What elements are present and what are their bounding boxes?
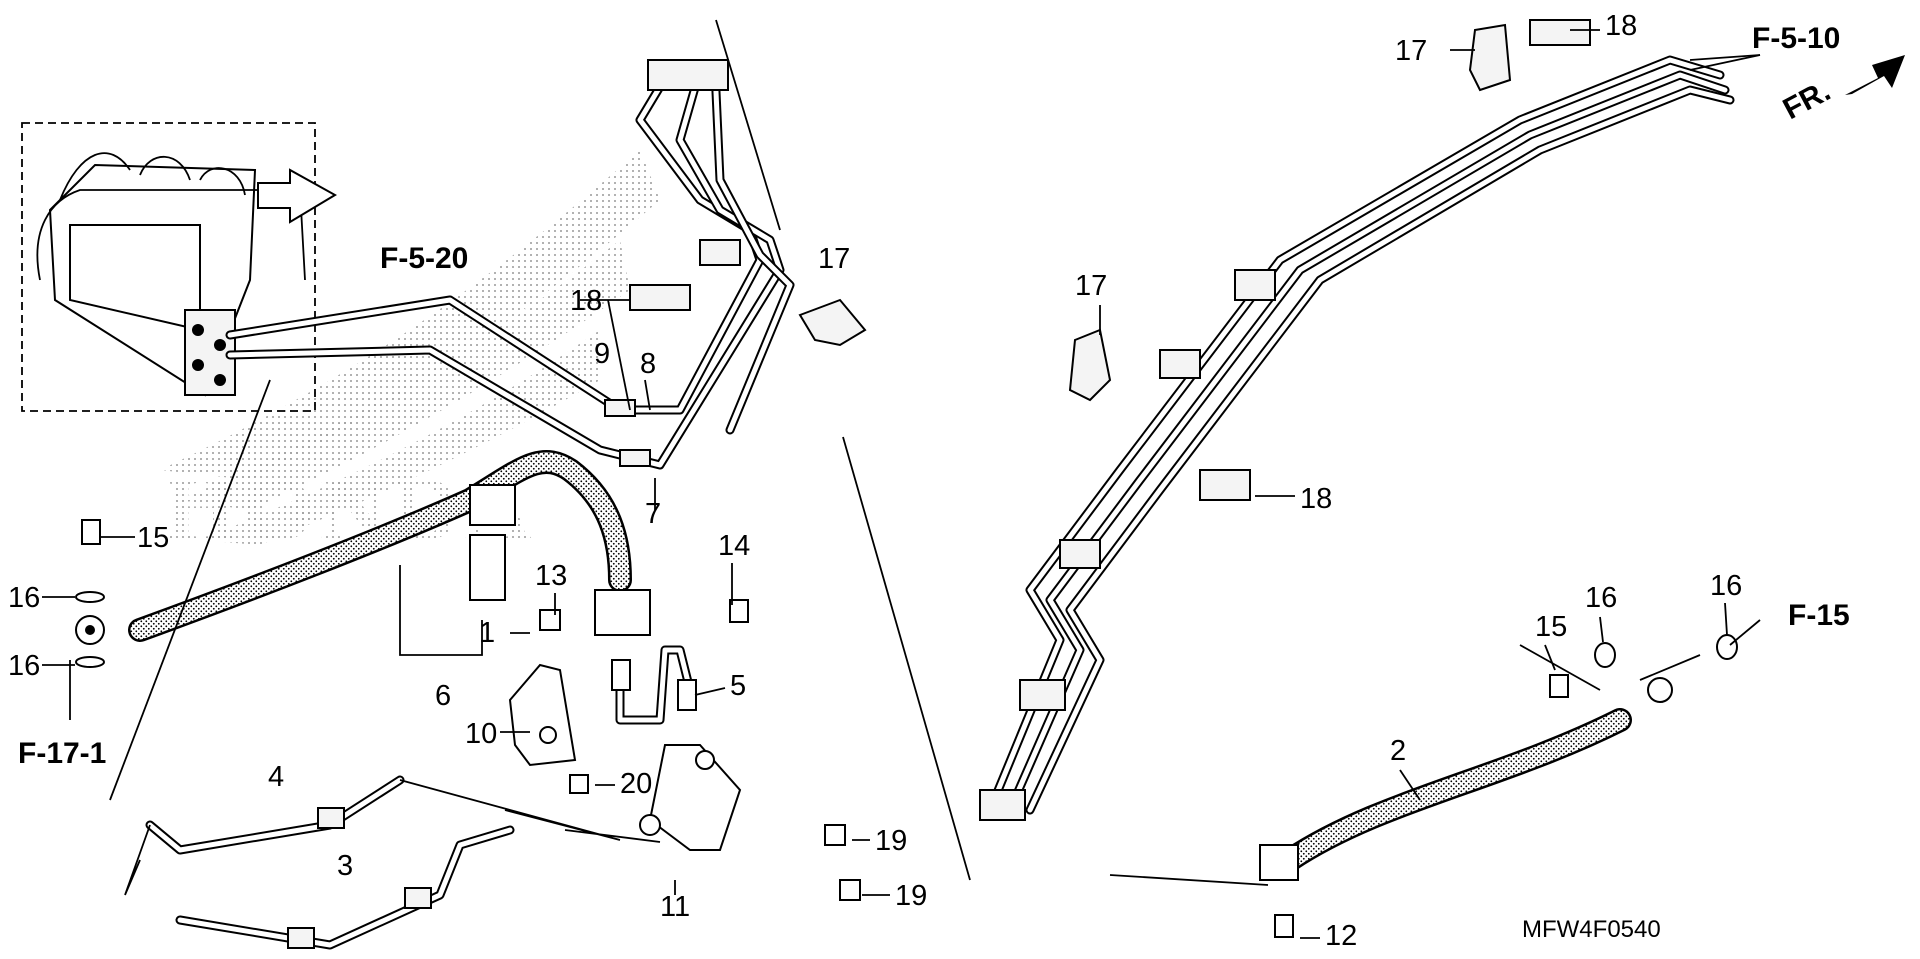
callout-19-top[interactable]: 19 xyxy=(875,825,907,857)
callout-5[interactable]: 5 xyxy=(730,670,746,702)
clamps-and-guides xyxy=(629,19,1591,501)
callout-16-left-bottom[interactable]: 16 xyxy=(8,650,40,682)
brake-pipes-upper xyxy=(225,59,795,470)
callout-8[interactable]: 8 xyxy=(640,348,656,380)
callout-14[interactable]: 14 xyxy=(718,530,750,562)
callout-17-center[interactable]: 17 xyxy=(818,243,850,275)
ref-f171[interactable]: F-17-1 xyxy=(18,737,106,770)
leader-lines xyxy=(69,19,1761,896)
fasteners xyxy=(75,519,1738,938)
callout-9[interactable]: 9 xyxy=(594,338,610,370)
callout-16-right-b[interactable]: 16 xyxy=(1710,570,1742,602)
front-brake-hose xyxy=(75,450,651,645)
diagram-code: MFW4F0540 xyxy=(1522,916,1661,943)
arrow-to-f520-icon xyxy=(257,168,337,224)
abs-modulator-unit xyxy=(21,122,316,412)
callout-12[interactable]: 12 xyxy=(1325,920,1357,952)
callout-18-top[interactable]: 18 xyxy=(1605,10,1637,42)
callout-1[interactable]: 1 xyxy=(479,617,495,649)
callout-13[interactable]: 13 xyxy=(535,560,567,592)
pipe-5 xyxy=(611,645,697,725)
callout-2[interactable]: 2 xyxy=(1390,735,1406,767)
callout-3[interactable]: 3 xyxy=(337,850,353,882)
callout-6[interactable]: 6 xyxy=(435,680,451,712)
ref-f520[interactable]: F-5-20 xyxy=(380,242,468,275)
callout-4[interactable]: 4 xyxy=(268,761,284,793)
callout-17-top[interactable]: 17 xyxy=(1395,35,1427,67)
callout-19-bottom[interactable]: 19 xyxy=(895,880,927,912)
front-direction-arrow-icon xyxy=(1845,55,1905,95)
callout-7[interactable]: 7 xyxy=(645,498,661,530)
rear-brake-hose xyxy=(1259,677,1673,881)
callout-leaders xyxy=(42,29,1728,939)
callout-15-right[interactable]: 15 xyxy=(1535,611,1567,643)
proportioning-valve-11 xyxy=(639,744,742,851)
callout-10[interactable]: 10 xyxy=(465,718,497,750)
callout-16-left-top[interactable]: 16 xyxy=(8,582,40,614)
callout-16-right-a[interactable]: 16 xyxy=(1585,582,1617,614)
ref-f15[interactable]: F-15 xyxy=(1788,599,1850,632)
callout-20[interactable]: 20 xyxy=(620,768,652,800)
callout-18-middle[interactable]: 18 xyxy=(1300,483,1332,515)
bracket-10 xyxy=(508,663,577,767)
brake-pipes-lower xyxy=(145,775,515,950)
brake-pipes-long xyxy=(979,55,1735,821)
callout-17-middle[interactable]: 17 xyxy=(1075,270,1107,302)
ref-f510[interactable]: F-5-10 xyxy=(1752,22,1840,55)
callout-11[interactable]: 11 xyxy=(660,891,690,923)
ref-fr: FR. xyxy=(1778,74,1836,126)
callout-18-center[interactable]: 18 xyxy=(570,285,602,317)
callout-15-left[interactable]: 15 xyxy=(137,522,169,554)
